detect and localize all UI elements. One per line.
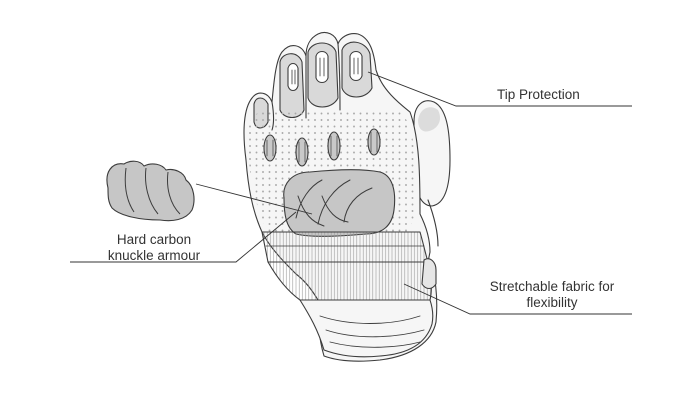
- tip-guard-index: [349, 50, 363, 82]
- knuckle-armour-label: Hard carbon knuckle armour: [64, 232, 244, 264]
- knuckle-armour-leader-2: [70, 211, 297, 263]
- tip-protection-leader: [367, 71, 632, 107]
- tip-protection-label: Tip Protection: [497, 87, 580, 103]
- stretch-fabric-text-line1: Stretchable fabric for: [489, 279, 615, 294]
- thumb-shade: [418, 107, 440, 132]
- stretch-fabric-leader: [403, 283, 632, 315]
- leader-lines: [70, 71, 632, 315]
- knuckle-vents: [263, 128, 381, 167]
- closure-tab: [421, 258, 437, 290]
- knuckle-armour-detail: [106, 160, 195, 222]
- tip-protection-text: Tip Protection: [497, 87, 580, 102]
- knuckle-armour-leader: [195, 183, 313, 215]
- stretch-fabric-label: Stretchable fabric for flexibility: [472, 279, 632, 311]
- stretch-fabric: [267, 261, 432, 301]
- stretch-fabric-text-line2: flexibility: [526, 295, 578, 310]
- tip-guard-middle: [315, 50, 329, 84]
- glove: [243, 31, 451, 362]
- knuckle-armour-text-line2: knuckle armour: [107, 248, 201, 263]
- cuff-band: [261, 231, 429, 263]
- knuckle-armour-text-line1: Hard carbon: [116, 232, 192, 247]
- tip-guard-ring: [287, 62, 299, 92]
